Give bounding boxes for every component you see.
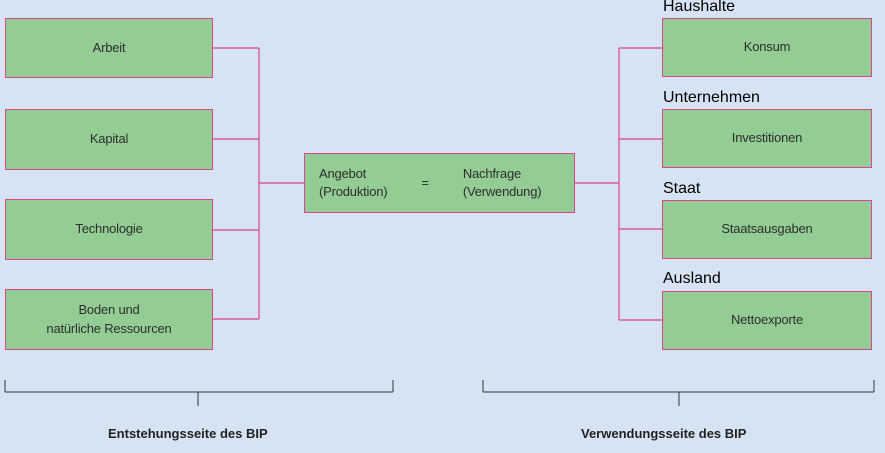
use-box-konsum: Konsum (662, 18, 872, 77)
right-connectors (575, 47, 662, 321)
left-connectors (213, 47, 304, 320)
production-side-label: Entstehungsseite des BIP (108, 426, 268, 441)
factor-box-boden: Boden und natürliche Ressourcen (5, 289, 213, 350)
factor-box-arbeit: Arbeit (5, 18, 213, 78)
use-box-nettoexporte: Nettoexporte (662, 291, 872, 350)
group-label-haushalte: Haushalte (663, 0, 736, 15)
factor-label: Kapital (89, 131, 129, 147)
expenditure-side-label: Verwendungsseite des BIP (581, 426, 747, 441)
use-label: Nettoexporte (730, 312, 804, 328)
factor-label: Technologie (75, 221, 143, 237)
demand-label: Nachfrage (462, 166, 522, 182)
bottom-brackets (4, 380, 875, 406)
group-label-staat: Staat (663, 180, 701, 197)
center-equation-box: Angebot (Produktion) = Nachfrage (Verwen… (304, 153, 575, 213)
equals-sign: = (421, 174, 429, 190)
use-label: Staatsausgaben (721, 221, 813, 237)
demand-sublabel: (Verwendung) (462, 184, 542, 199)
factor-label: Boden und natürliche Ressourcen (46, 301, 172, 336)
group-label-ausland: Ausland (663, 270, 721, 287)
group-label-unternehmen: Unternehmen (663, 89, 760, 106)
use-label: Konsum (743, 39, 791, 55)
supply-column: Angebot (Produktion) (319, 165, 388, 200)
demand-column: Nachfrage (Verwendung) (463, 165, 542, 200)
supply-label: Angebot (319, 166, 367, 182)
factor-box-technologie: Technologie (5, 199, 213, 260)
use-box-investitionen: Investitionen (662, 109, 872, 168)
factor-label: Arbeit (92, 39, 126, 55)
factor-box-kapital: Kapital (5, 109, 213, 170)
supply-sublabel: (Produktion) (319, 184, 388, 199)
use-label: Investitionen (731, 130, 803, 146)
use-box-staatsausgaben: Staatsausgaben (662, 200, 872, 259)
